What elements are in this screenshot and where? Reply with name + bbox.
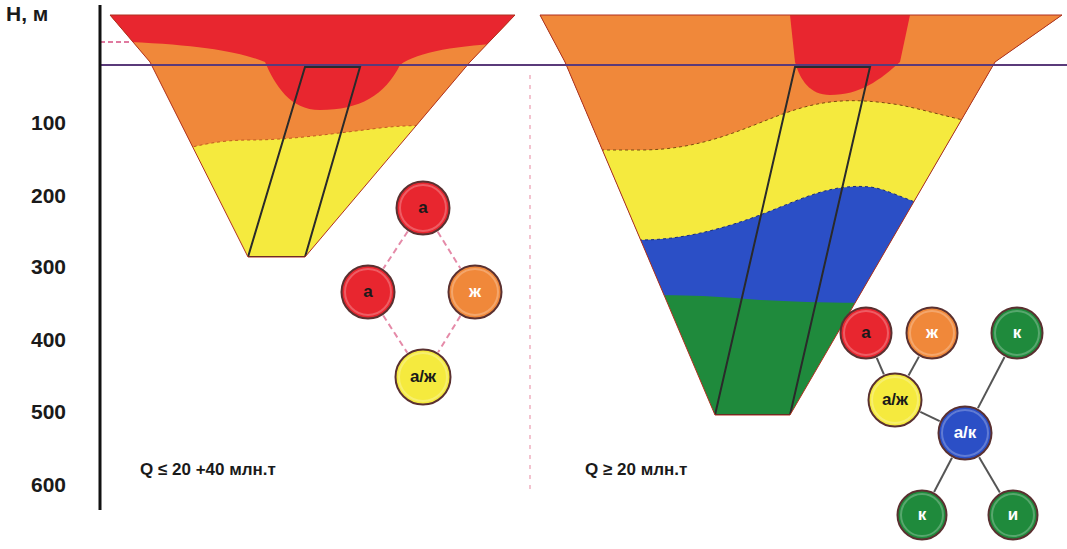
link-line	[383, 316, 407, 353]
zone-circle: к	[896, 489, 948, 541]
zone-circle: а	[395, 180, 451, 236]
link-line	[979, 457, 1000, 492]
link-line	[438, 316, 460, 352]
left-pit	[100, 0, 530, 300]
depth-tick-label: 200	[31, 184, 66, 208]
zone-circle: а	[340, 264, 396, 320]
zone-code: а	[418, 198, 427, 218]
water-level-line	[100, 64, 1067, 66]
depth-tick-label: 100	[31, 111, 66, 135]
link-line	[438, 232, 461, 268]
zone-circle: а	[839, 306, 893, 360]
zone-circle: а/к	[937, 405, 993, 461]
depth-tick-label: 600	[31, 473, 66, 497]
link-line	[383, 231, 407, 268]
zone-circle: и	[987, 489, 1039, 541]
zone-code: ж	[469, 282, 481, 302]
zone-circle: а/ж	[394, 348, 452, 406]
zone-circle: ж	[905, 306, 959, 360]
axis-title: H, м	[6, 2, 48, 26]
link-line	[877, 358, 884, 375]
link-line	[909, 357, 919, 376]
link-line	[978, 357, 1005, 408]
zone-code: и	[1008, 505, 1018, 525]
depth-tick-label: 300	[31, 255, 66, 279]
link-line	[934, 458, 952, 492]
tonnage-label: Q ≤ 20 +40 млн.т	[140, 460, 276, 480]
depth-axis	[99, 5, 102, 510]
zone-code: к	[1013, 323, 1022, 343]
zone-circle: к	[990, 306, 1044, 360]
zone-circle: а/ж	[867, 372, 923, 428]
zone-code: а/к	[954, 423, 977, 443]
zone-code: а	[861, 323, 870, 343]
zone-code: а	[363, 282, 372, 302]
link-line	[920, 412, 939, 421]
zone-code: к	[918, 505, 927, 525]
zone-code: ж	[926, 323, 938, 343]
tonnage-label: Q ≥ 20 млн.т	[585, 460, 687, 480]
depth-tick-label: 400	[31, 328, 66, 352]
zone-code: а/ж	[410, 367, 436, 387]
depth-tick-label: 500	[31, 400, 66, 424]
zone-code: а/ж	[882, 390, 908, 410]
zone-circle: ж	[447, 264, 503, 320]
